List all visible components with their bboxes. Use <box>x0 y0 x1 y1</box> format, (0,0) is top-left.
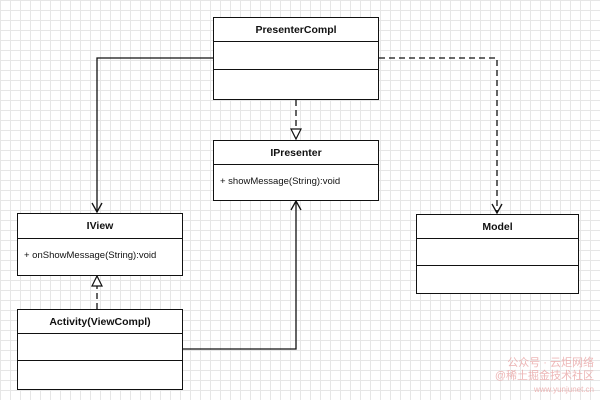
operation-showmessage: + showMessage(String):void <box>220 176 341 187</box>
watermark-url: www.yunjunet.cn <box>533 385 594 394</box>
class-iview[interactable]: IView + onShowMessage(String):void <box>17 213 183 276</box>
attributes-compartment <box>214 42 378 70</box>
class-presentercompl[interactable]: PresenterCompl <box>213 17 379 100</box>
class-name: IView <box>18 214 182 239</box>
class-name: PresenterCompl <box>214 18 378 42</box>
association-presentercompl-to-iview <box>91 57 213 214</box>
operations-compartment: + showMessage(String):void <box>214 165 378 200</box>
class-name: Model <box>417 215 578 239</box>
association-activity-to-ipresenter <box>181 199 302 350</box>
watermark: 公众号 · 云炬网络 @稀土掘金技术社区 www.yunjunet.cn <box>454 357 594 396</box>
operations-compartment <box>18 361 182 389</box>
watermark-line1: 公众号 · 云炬网络 <box>507 357 594 369</box>
operations-compartment <box>417 266 578 293</box>
attributes-compartment <box>18 334 182 361</box>
operations-compartment: + onShowMessage(String):void <box>18 239 182 275</box>
class-activity-viewcompl[interactable]: Activity(ViewCompl) <box>17 309 183 390</box>
watermark-line2: @稀土掘金技术社区 <box>494 370 594 382</box>
class-model[interactable]: Model <box>416 214 579 294</box>
class-ipresenter[interactable]: IPresenter + showMessage(String):void <box>213 140 379 201</box>
attributes-compartment <box>417 239 578 266</box>
class-name: IPresenter <box>214 141 378 165</box>
operation-onshowmessage: + onShowMessage(String):void <box>24 250 157 261</box>
class-name: Activity(ViewCompl) <box>18 310 182 334</box>
operations-compartment <box>214 70 378 98</box>
dependency-presentercompl-to-model <box>379 57 503 215</box>
